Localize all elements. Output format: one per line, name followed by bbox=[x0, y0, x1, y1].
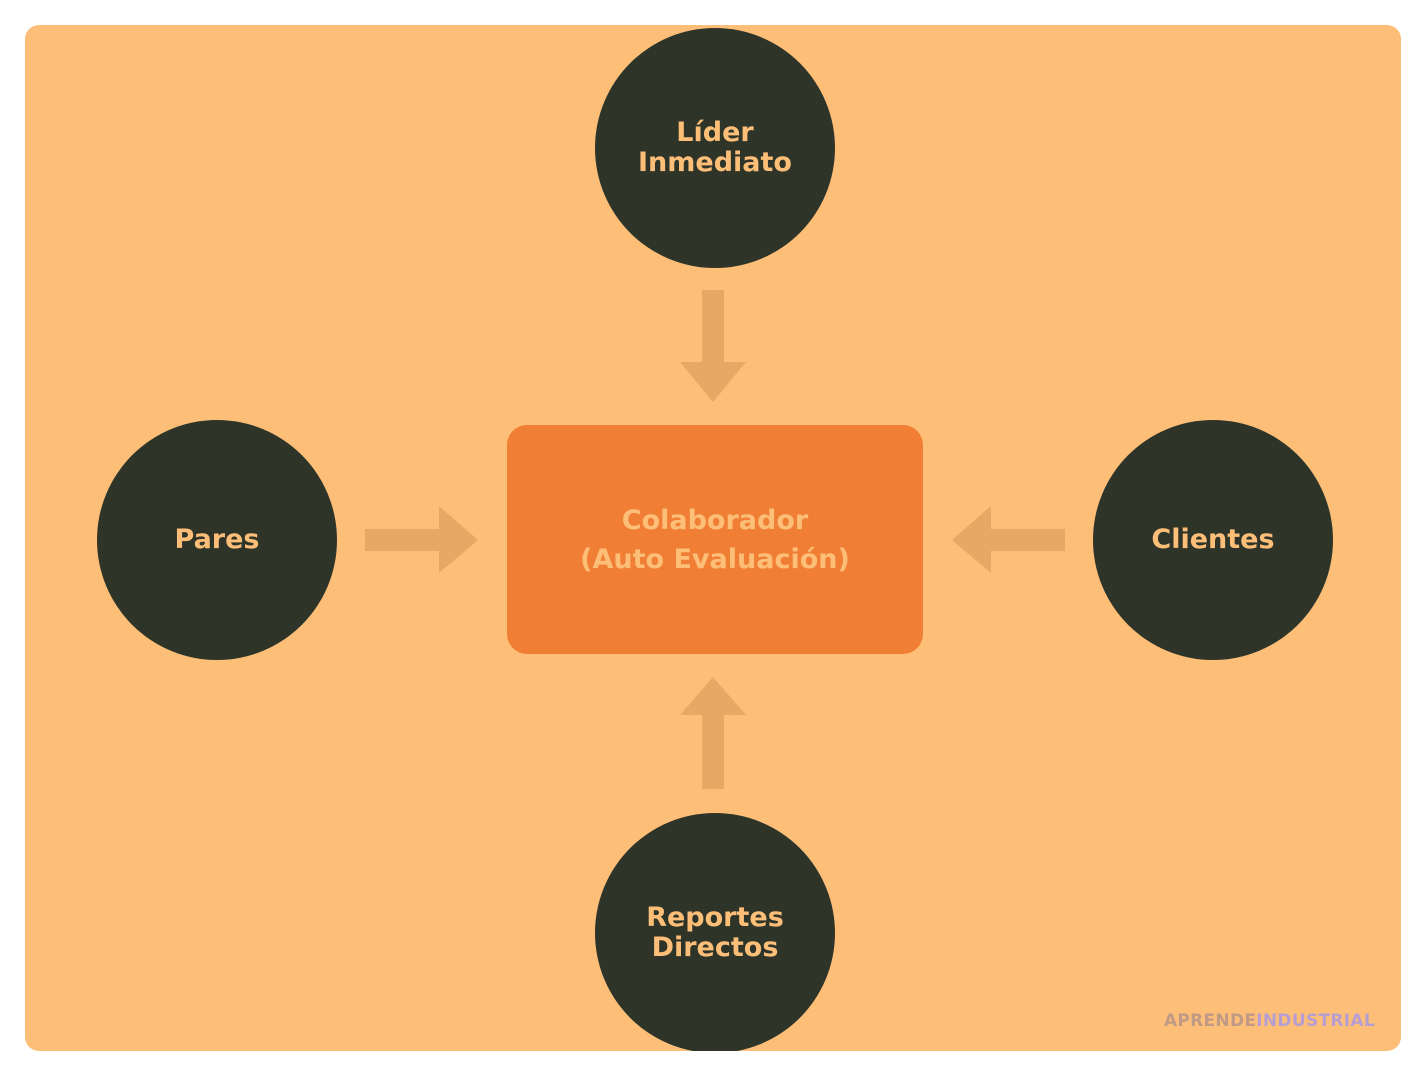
node-lider-inmediato: Líder Inmediato bbox=[595, 28, 835, 268]
arrow-down-from-top bbox=[680, 290, 746, 402]
diagram-canvas: Líder Inmediato Pares Clientes Reportes … bbox=[25, 25, 1401, 1051]
node-reportes-line1: Reportes bbox=[646, 902, 784, 933]
brand-part1: APRENDE bbox=[1163, 1011, 1257, 1031]
center-line2: (Auto Evaluación) bbox=[580, 543, 850, 575]
node-clientes-label: Clientes bbox=[1151, 524, 1275, 555]
node-lider-line1: Líder bbox=[676, 117, 754, 148]
center-colaborador-box: Colaborador (Auto Evaluación) bbox=[507, 425, 923, 654]
arrow-right-from-left bbox=[365, 506, 478, 573]
arrows-layer bbox=[365, 290, 1065, 789]
brand-part2: INDUSTRIAL bbox=[1256, 1011, 1375, 1031]
center-line1: Colaborador bbox=[621, 504, 809, 536]
arrow-left-from-right bbox=[952, 506, 1065, 573]
node-pares: Pares bbox=[97, 420, 337, 660]
node-reportes-directos: Reportes Directos bbox=[595, 813, 835, 1051]
node-pares-label: Pares bbox=[174, 524, 260, 555]
brand-logo: APRENDEINDUSTRIAL bbox=[1164, 1011, 1375, 1031]
arrow-up-from-bottom bbox=[680, 677, 746, 789]
node-clientes: Clientes bbox=[1093, 420, 1333, 660]
node-lider-line2: Inmediato bbox=[638, 147, 792, 178]
node-reportes-line2: Directos bbox=[651, 932, 779, 963]
